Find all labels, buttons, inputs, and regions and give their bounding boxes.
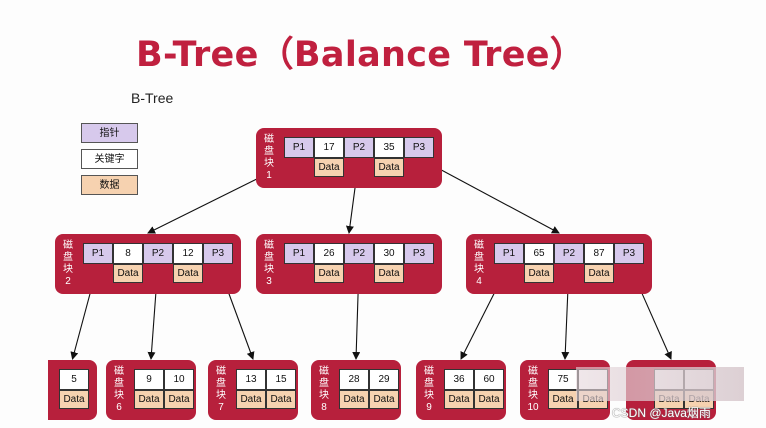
- pointer-cell: P1: [284, 243, 314, 264]
- pointer-cell: P2: [143, 243, 173, 264]
- data-cell: Data: [374, 158, 404, 177]
- pointer-cell: P2: [344, 243, 374, 264]
- watermark-overlay: [576, 367, 744, 401]
- key-cell: 60: [474, 369, 504, 390]
- page-title: B-Tree（Balance Tree）: [136, 35, 586, 75]
- pointer-cell: P1: [284, 137, 314, 158]
- pointer-cell: P1: [494, 243, 524, 264]
- data-cell: Data: [524, 264, 554, 283]
- pointer-cell: P1: [83, 243, 113, 264]
- key-cell: 26: [314, 243, 344, 264]
- pointer-cell: P2: [344, 137, 374, 158]
- key-cell: 10: [164, 369, 194, 390]
- key-cell: 13: [236, 369, 266, 390]
- key-cell: 29: [369, 369, 399, 390]
- legend-data: 数据: [81, 175, 138, 195]
- diagram-subtitle: B-Tree: [131, 90, 174, 106]
- legend-pointer: 指针: [81, 123, 138, 143]
- pointer-cell: P3: [614, 243, 644, 264]
- disk-block-label: 磁盘块6: [114, 366, 124, 413]
- data-cell: Data: [314, 158, 344, 177]
- key-cell: 8: [113, 243, 143, 264]
- data-cell: Data: [266, 390, 296, 409]
- disk-block-label: 磁盘块7: [216, 366, 226, 413]
- key-cell: 17: [314, 137, 344, 158]
- pointer-cell: P3: [404, 137, 434, 158]
- data-cell: Data: [113, 264, 143, 283]
- disk-block-label: 磁盘块10: [527, 366, 539, 413]
- disk-block-label: 磁盘块8: [319, 366, 329, 413]
- key-cell: 9: [134, 369, 164, 390]
- key-cell: 65: [524, 243, 554, 264]
- disk-block-label: 磁盘块4: [474, 240, 484, 287]
- data-cell: Data: [444, 390, 474, 409]
- disk-block-label: 磁盘块2: [63, 240, 73, 287]
- pointer-cell: P2: [554, 243, 584, 264]
- data-cell: Data: [59, 390, 89, 409]
- data-cell: Data: [134, 390, 164, 409]
- key-cell: 28: [339, 369, 369, 390]
- data-cell: Data: [474, 390, 504, 409]
- data-cell: Data: [339, 390, 369, 409]
- key-cell: 75: [548, 369, 578, 390]
- key-cell: 87: [584, 243, 614, 264]
- data-cell: Data: [164, 390, 194, 409]
- data-cell: Data: [374, 264, 404, 283]
- data-cell: Data: [314, 264, 344, 283]
- key-cell: 36: [444, 369, 474, 390]
- disk-block-label: 磁盘块1: [264, 134, 274, 181]
- pointer-cell: P3: [203, 243, 233, 264]
- edge-arrow: [418, 157, 560, 234]
- disk-block-label: 磁盘块9: [424, 366, 434, 413]
- data-cell: Data: [584, 264, 614, 283]
- data-cell: Data: [236, 390, 266, 409]
- watermark-text: CSDN @Java烟雨: [612, 406, 711, 420]
- key-cell: 5: [59, 369, 89, 390]
- pointer-cell: P3: [404, 243, 434, 264]
- data-cell: Data: [369, 390, 399, 409]
- disk-block-label: 磁盘块3: [264, 240, 274, 287]
- key-cell: 35: [374, 137, 404, 158]
- key-cell: 12: [173, 243, 203, 264]
- legend-key: 关键字: [81, 149, 138, 169]
- key-cell: 15: [266, 369, 296, 390]
- key-cell: 30: [374, 243, 404, 264]
- data-cell: Data: [548, 390, 578, 409]
- data-cell: Data: [173, 264, 203, 283]
